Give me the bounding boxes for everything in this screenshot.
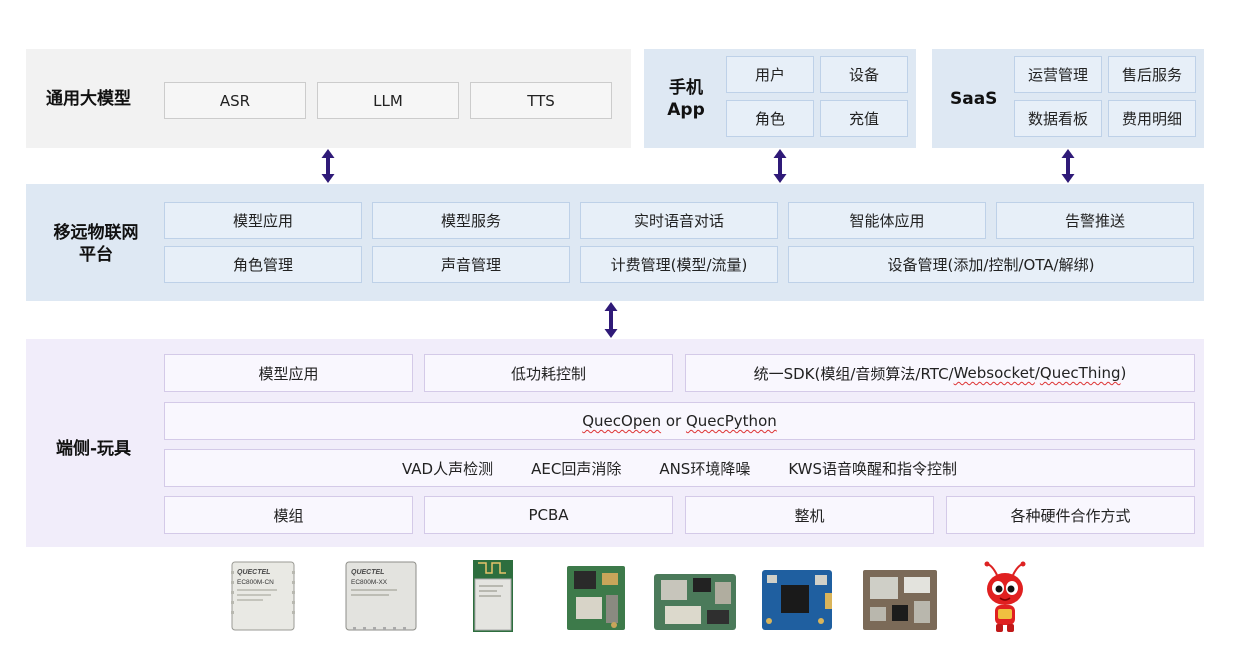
ans-label: ANS环境降噪 (659, 459, 751, 478)
sdk-suffix: ) (1120, 364, 1127, 382)
form-other-hardware: 各种硬件合作方式 (946, 496, 1195, 534)
quecopen-label: QuecOpen (582, 412, 662, 430)
mobile-app-panel: 手机 App 用户 设备 角色 充值 (644, 49, 916, 148)
platform-device-mgmt: 设备管理(添加/控制/OTA/解绑) (788, 246, 1194, 283)
sdk-websocket: Websocket (953, 364, 1035, 382)
iot-platform-panel: 移远物联网 平台 模型应用 模型服务 实时语音对话 智能体应用 告警推送 角色管… (26, 184, 1204, 301)
platform-billing-mgmt: 计费管理(模型/流量) (580, 246, 778, 283)
app-item-recharge: 充值 (820, 100, 908, 137)
tts-box: TTS (470, 82, 612, 119)
saas-item-aftersales: 售后服务 (1108, 56, 1196, 93)
form-module: 模组 (164, 496, 413, 534)
app-item-devices: 设备 (820, 56, 908, 93)
saas-item-dashboard: 数据看板 (1014, 100, 1102, 137)
saas-title: SaaS (950, 89, 998, 109)
form-pcba: PCBA (424, 496, 673, 534)
foundation-models-title: 通用大模型 (46, 89, 131, 109)
or-label: or (661, 412, 686, 430)
foundation-models-panel: 通用大模型 ASR LLM TTS (26, 49, 631, 148)
double-arrow-icon (773, 149, 787, 183)
sdk-quecthing: QuecThing (1039, 364, 1121, 382)
platform-alert-push: 告警推送 (996, 202, 1194, 239)
double-arrow-icon (604, 302, 618, 338)
platform-role-mgmt: 角色管理 (164, 246, 362, 283)
mobile-app-title-line1: 手机 (669, 78, 703, 98)
app-item-roles: 角色 (726, 100, 814, 137)
ant-toy-mascot-image (984, 561, 1026, 632)
module2-model: EC800M-XX (351, 579, 388, 586)
platform-voice-mgmt: 声音管理 (372, 246, 570, 283)
platform-model-app: 模型应用 (164, 202, 362, 239)
platform-model-service: 模型服务 (372, 202, 570, 239)
mobile-app-title-line2: App (667, 100, 705, 120)
quecopen-quecpython-box: QuecOpen or QuecPython (164, 402, 1195, 440)
module-ec800m-cn-image: QUECTEL EC800M-CN (231, 561, 295, 631)
device-low-power: 低功耗控制 (424, 354, 673, 392)
audio-algorithms-box: VAD人声检测 AEC回声消除 ANS环境降噪 KWS语音唤醒和指令控制 (164, 449, 1195, 487)
device-model-app: 模型应用 (164, 354, 413, 392)
iot-platform-title-line2: 平台 (79, 245, 113, 265)
mobile-app-title: 手机 App (662, 77, 710, 121)
quecpython-label: QuecPython (685, 412, 777, 430)
aec-label: AEC回声消除 (531, 459, 622, 478)
iot-platform-title-line1: 移远物联网 (53, 223, 139, 243)
platform-realtime-voice: 实时语音对话 (580, 202, 778, 239)
double-arrow-icon (321, 149, 335, 183)
vad-label: VAD人声检测 (401, 459, 494, 478)
pcba-board-3-image (762, 570, 832, 630)
module-ec800m-xx-image: QUECTEL EC800M-XX (345, 561, 417, 631)
sdk-separator: / (1034, 364, 1040, 382)
double-arrow-icon (1061, 149, 1075, 183)
saas-item-billing-details: 费用明细 (1108, 100, 1196, 137)
complete-device-board-image (863, 570, 937, 630)
device-side-title: 端侧-玩具 (56, 439, 132, 459)
unified-sdk-box: 统一SDK(模组/音频算法/RTC/Websocket/QuecThing) (685, 354, 1195, 392)
llm-box: LLM (317, 82, 459, 119)
pcba-board-image (567, 566, 625, 630)
app-item-users: 用户 (726, 56, 814, 93)
platform-agent-app: 智能体应用 (788, 202, 986, 239)
form-complete-device: 整机 (685, 496, 934, 534)
saas-item-operations: 运营管理 (1014, 56, 1102, 93)
wifi-module-image (473, 560, 513, 632)
sdk-prefix: 统一SDK(模组/音频算法/RTC/ (753, 364, 954, 383)
module1-model: EC800M-CN (237, 579, 274, 586)
pcba-board-2-image (654, 574, 736, 630)
module2-brand: QUECTEL (351, 569, 384, 576)
iot-platform-title: 移远物联网 平台 (42, 222, 150, 266)
saas-panel: SaaS 运营管理 售后服务 数据看板 费用明细 (932, 49, 1204, 148)
kws-label: KWS语音唤醒和指令控制 (788, 459, 957, 478)
device-side-panel: 端侧-玩具 模型应用 低功耗控制 统一SDK(模组/音频算法/RTC/Webso… (26, 339, 1204, 547)
asr-box: ASR (164, 82, 306, 119)
module1-brand: QUECTEL (237, 569, 270, 576)
